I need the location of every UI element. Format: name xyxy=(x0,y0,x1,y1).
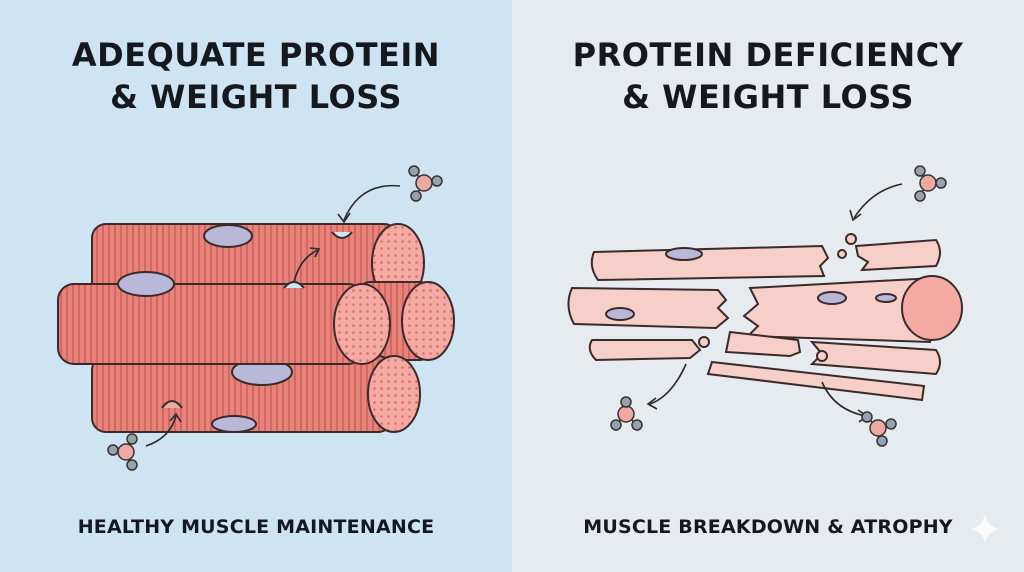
right-panel-title: PROTEIN DEFICIENCY & WEIGHT LOSS xyxy=(572,36,964,116)
right-panel-caption: MUSCLE BREAKDOWN & ATROPHY xyxy=(583,516,953,538)
cell-nucleus xyxy=(117,271,175,297)
left-panel-caption: HEALTHY MUSCLE MAINTENANCE xyxy=(77,516,435,538)
protein-molecule-icon xyxy=(610,396,643,431)
left-panel-title: ADEQUATE PROTEIN & WEIGHT LOSS xyxy=(71,36,441,116)
arrow-icon xyxy=(646,183,903,423)
muscle-fiber-middle xyxy=(57,271,391,365)
arrow-icon xyxy=(145,184,401,447)
protein-molecule-icon xyxy=(914,165,947,202)
right-panel: PROTEIN DEFICIENCY & WEIGHT LOSS xyxy=(512,0,1024,572)
cell-nucleus xyxy=(203,224,253,248)
protein-molecule-icon xyxy=(861,411,897,447)
atrophied-muscle-illustration xyxy=(567,165,963,447)
protein-molecule-icon xyxy=(107,433,138,471)
left-panel: ADEQUATE PROTEIN & WEIGHT LOSS xyxy=(0,0,512,572)
sparkle-icon xyxy=(970,514,1000,544)
cell-nucleus xyxy=(211,415,257,433)
healthy-muscle-illustration xyxy=(57,165,455,471)
broken-muscle-fibers xyxy=(567,233,963,402)
muscle-fiber-bottom xyxy=(91,355,421,433)
protein-molecule-icon xyxy=(408,165,443,202)
